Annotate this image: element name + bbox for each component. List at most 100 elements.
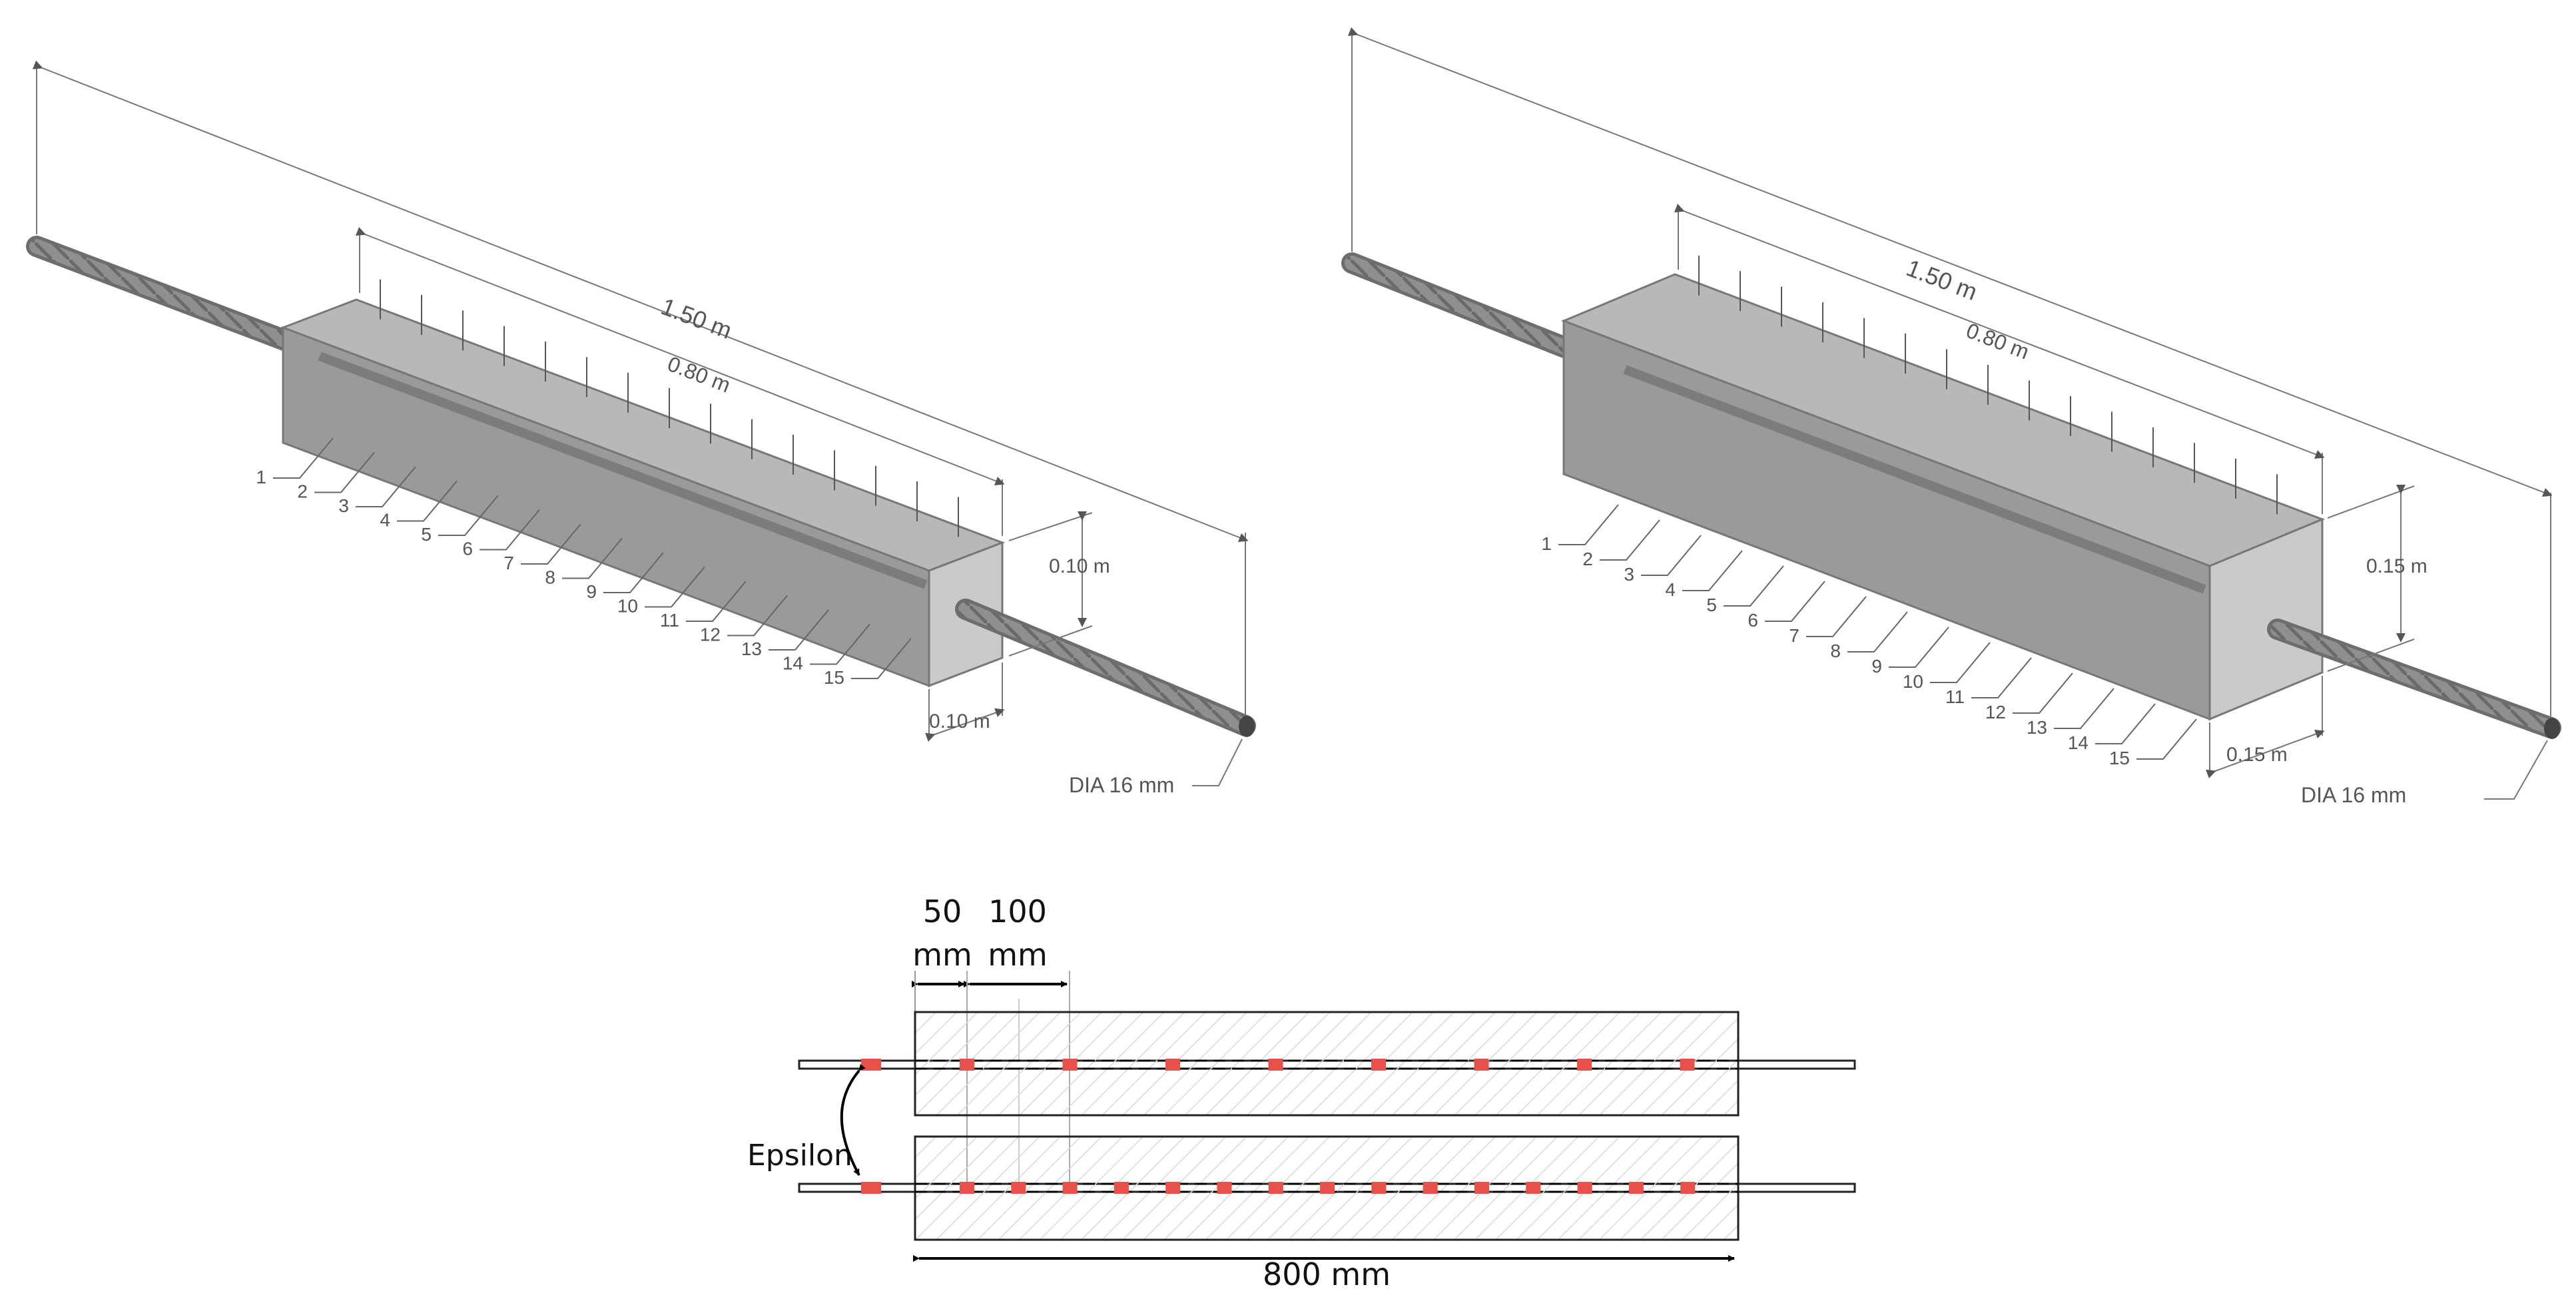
sensor-number-label: 12 <box>1985 702 2006 722</box>
sensor-leader-line <box>727 595 788 637</box>
sensor-leader-line <box>603 552 664 593</box>
sensor-marker <box>1062 1182 1078 1194</box>
sensor-leader-line <box>1765 581 1825 622</box>
sensor-marker <box>1577 1182 1592 1194</box>
sensor-leader-line <box>2136 718 2197 760</box>
left-sensor-ticks <box>380 279 959 537</box>
sensor-number-label: 4 <box>380 510 390 531</box>
sensor-leader-line <box>1558 504 1619 545</box>
sensor-marker <box>1577 1059 1592 1071</box>
sensor-number-label: 10 <box>617 596 638 617</box>
sensor-marker <box>960 1059 974 1071</box>
sensor-leader-line <box>273 437 334 479</box>
right-bar-diameter-label: DIA 16 mm <box>2301 783 2406 807</box>
sensor-leader-line <box>2054 688 2114 729</box>
right-sensor-ticks <box>1698 255 2278 515</box>
sensor-number-label: 1 <box>1541 533 1552 554</box>
sensor-marker <box>1680 1182 1696 1194</box>
sensor-number-label: 3 <box>1624 564 1634 585</box>
sensor-leader-line <box>521 523 581 565</box>
right-overall-length-label: 1.50 m <box>1903 254 1981 306</box>
sensor-marker <box>1680 1059 1695 1071</box>
sensor-number-label: 15 <box>824 667 844 688</box>
sensor-leader-line <box>397 480 458 522</box>
sensor-leader-line <box>645 566 705 608</box>
right-height-label: 0.15 m <box>2366 555 2427 577</box>
first-spacing-unit: mm <box>912 937 972 973</box>
sensor-number-label: 12 <box>700 625 721 645</box>
sensor-leader-line <box>2095 703 2156 744</box>
sensor-leader-line <box>810 623 870 665</box>
sensor-leader-line <box>1889 627 1949 668</box>
sensor-number-label: 9 <box>1871 656 1882 676</box>
top-concrete-block <box>914 1011 1740 1117</box>
sensor-leader-line <box>438 495 499 536</box>
sensor-leader-line <box>356 466 416 507</box>
left-height-label: 0.10 m <box>1049 555 1110 577</box>
total-length-label: 800 mm <box>1263 1256 1391 1292</box>
sensor-leader-line <box>1600 519 1660 561</box>
sensor-marker <box>1371 1182 1387 1194</box>
sensor-number-label: 2 <box>297 481 308 502</box>
sensor-number-label: 14 <box>783 653 803 674</box>
sensor-number-label: 11 <box>660 610 679 631</box>
sensor-schematic: 50 mm 100 mm Epsilon 800 mm <box>747 894 1856 1292</box>
sensor-leader-line <box>480 509 540 551</box>
sensor-number-label: 4 <box>1665 579 1676 600</box>
sensor-marker <box>1165 1182 1181 1194</box>
sensor-marker <box>1320 1182 1335 1194</box>
right-rebar-end <box>2544 718 2560 739</box>
sensor-number-label: 13 <box>741 639 762 659</box>
sensor-leader-line <box>1847 611 1908 653</box>
epsilon-arrow <box>840 1063 866 1176</box>
left-overall-length-label: 1.50 m <box>657 292 735 344</box>
right-bonded-length-label: 0.80 m <box>1963 318 2032 364</box>
sensor-marker <box>1268 1059 1283 1071</box>
sensor-marker <box>1114 1182 1129 1194</box>
sensor-number-label: 6 <box>1748 610 1758 631</box>
bottom-row-sensors <box>861 1182 1696 1194</box>
sensor-leader-line <box>1724 565 1784 607</box>
left-specimen: 1.50 m 0.80 m 0.10 m 0.10 m DIA 16 mm 12… <box>26 60 1256 797</box>
sensor-leader-line <box>851 638 912 679</box>
left-width-dimension <box>925 708 1005 742</box>
sensor-number-label: 8 <box>545 567 555 588</box>
right-width-dimension <box>2206 729 2325 778</box>
top-row-sensors <box>861 1059 1695 1071</box>
sensor-number-label: 10 <box>1903 671 1923 692</box>
sensor-marker <box>1217 1182 1232 1194</box>
right-width-label: 0.15 m <box>2226 744 2288 766</box>
sensor-number-label: 13 <box>2027 717 2047 738</box>
sensor-number-label: 8 <box>1830 641 1841 661</box>
sensor-marker <box>960 1182 974 1194</box>
external-sensor-marker <box>861 1182 881 1194</box>
left-width-label: 0.10 m <box>929 710 990 732</box>
sensor-leader-line <box>562 537 623 579</box>
sensor-marker <box>1062 1059 1078 1071</box>
sensor-leader-line <box>769 609 829 651</box>
left-bonded-length-label: 0.80 m <box>664 352 733 397</box>
second-spacing-unit: mm <box>988 937 1048 973</box>
second-spacing-value: 100 <box>988 894 1047 929</box>
sensor-leader-line <box>1930 642 1991 683</box>
sensor-number-label: 15 <box>2109 748 2130 768</box>
left-rebar-end <box>1239 716 1255 737</box>
sensor-marker <box>1474 1059 1489 1071</box>
sensor-number-label: 5 <box>1706 595 1717 615</box>
right-bonded-dimension-line <box>1674 203 2325 459</box>
sensor-number-label: 1 <box>256 467 266 487</box>
sensor-marker <box>1371 1059 1386 1071</box>
first-spacing-value: 50 <box>923 894 962 929</box>
sensor-marker <box>1526 1182 1541 1194</box>
sensor-marker <box>1474 1182 1489 1194</box>
sensor-number-label: 5 <box>421 524 432 545</box>
sensor-leader-line <box>1682 550 1743 591</box>
sensor-number-label: 6 <box>462 539 473 559</box>
sensor-number-label: 7 <box>503 553 514 573</box>
left-bar-diameter-label: DIA 16 mm <box>1069 773 1174 797</box>
sensor-number-label: 14 <box>2068 732 2089 753</box>
external-sensor-marker <box>861 1059 881 1071</box>
